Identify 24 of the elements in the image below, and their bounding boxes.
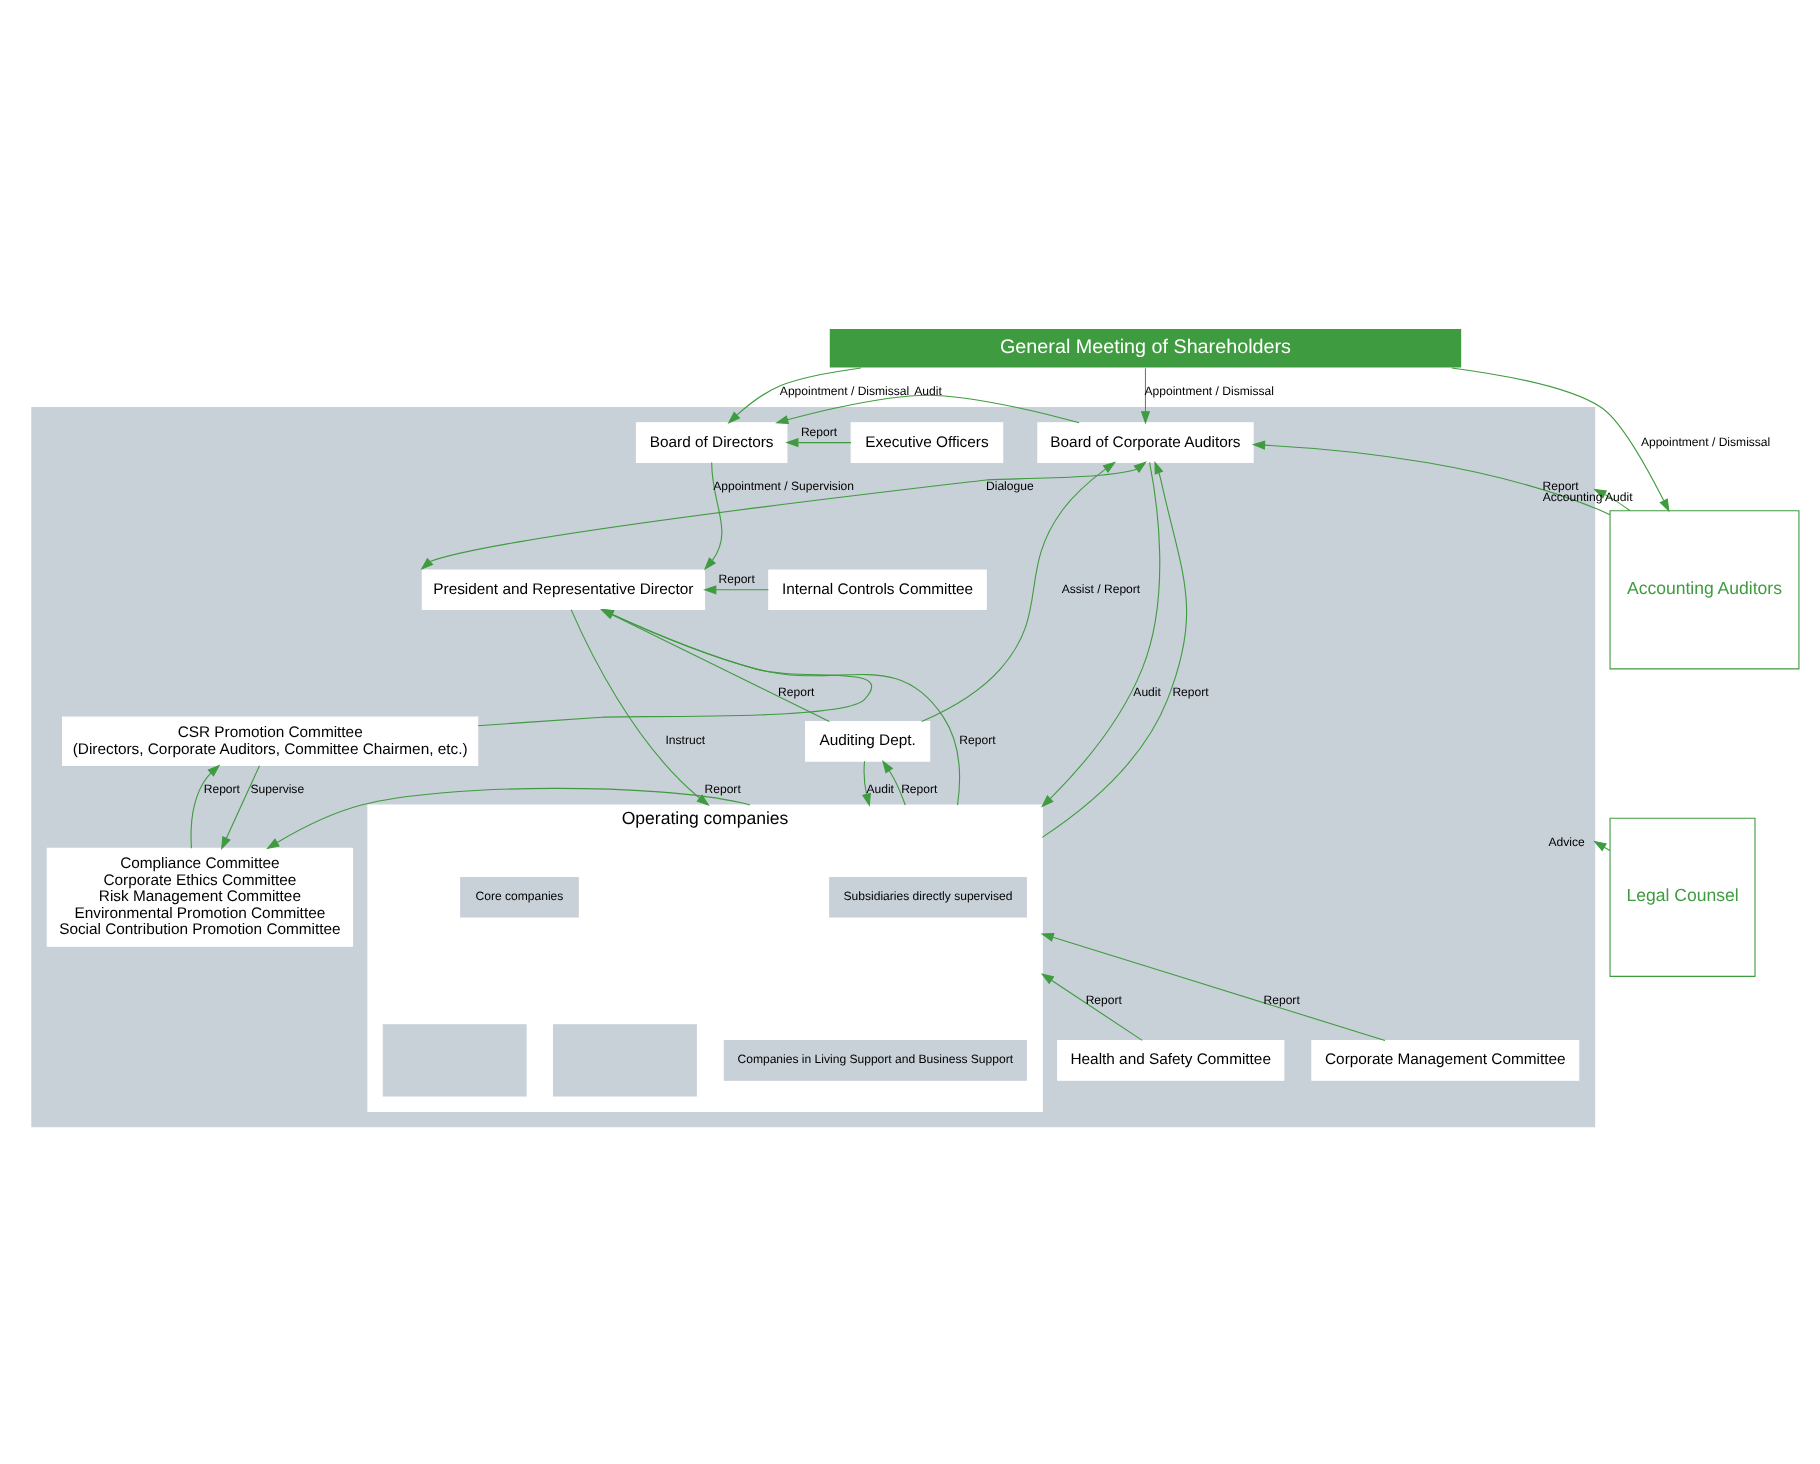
arrow	[1040, 461, 1160, 808]
node-box: Legal Counsel	[1608, 817, 1755, 977]
arrow	[220, 765, 260, 850]
arrow	[265, 787, 750, 850]
node-box	[381, 1024, 526, 1097]
arrow	[702, 585, 768, 595]
arrow	[1250, 440, 1610, 516]
arrow	[881, 760, 905, 806]
arrow	[1039, 973, 1142, 1041]
arrow	[726, 367, 861, 424]
arrow	[189, 764, 220, 849]
arrow	[920, 461, 1116, 723]
arrow	[1139, 367, 1150, 425]
arrow	[774, 394, 1079, 425]
node-box: Accounting Auditors	[1608, 510, 1799, 670]
arrow	[860, 760, 870, 807]
arrow	[1592, 840, 1610, 852]
arrow	[703, 461, 722, 571]
arrow	[784, 438, 851, 448]
node-box: General Meeting of Shareholders	[827, 327, 1462, 369]
node-box	[551, 1024, 696, 1097]
arrow	[1040, 460, 1187, 838]
arrow	[419, 461, 1146, 570]
arrow	[1039, 932, 1385, 1042]
